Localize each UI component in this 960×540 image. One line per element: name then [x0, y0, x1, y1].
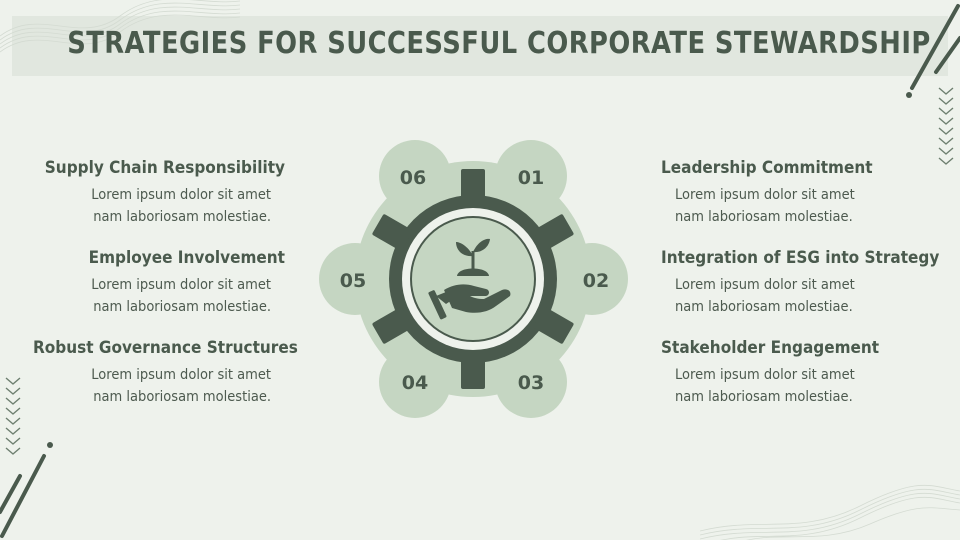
description-line: Lorem ipsum dolor sit amet: [91, 367, 271, 383]
petal-number-01: 01: [518, 167, 544, 189]
gear-center-disc: [410, 216, 536, 342]
description-line: nam laboriosam molestiae.: [675, 209, 853, 225]
hand-with-sprouting-plant-icon: [428, 238, 511, 320]
strategy-title: Employee Involvement: [88, 248, 285, 268]
description-line: Lorem ipsum dolor sit amet: [675, 187, 855, 203]
petal-number-02: 02: [583, 270, 609, 292]
description-line: Lorem ipsum dolor sit amet: [675, 367, 855, 383]
strategy-description: Lorem ipsum dolor sit amet nam laboriosa…: [661, 184, 941, 228]
wave-pattern-bottom-right: [700, 484, 960, 540]
strategy-description: Lorem ipsum dolor sit amet nam laboriosa…: [661, 274, 941, 318]
description-line: nam laboriosam molestiae.: [93, 389, 271, 405]
diagonal-lines-top-right: [906, 4, 960, 98]
strategy-description: Lorem ipsum dolor sit amet nam laboriosa…: [5, 364, 285, 408]
chevron-stack-left: [5, 377, 21, 455]
petal-number-04: 04: [402, 372, 428, 394]
page-title: STRATEGIES FOR SUCCESSFUL CORPORATE STEW…: [67, 26, 931, 61]
title-band: [12, 16, 948, 76]
strategy-item-01: Leadership Commitment Lorem ipsum dolor …: [661, 158, 941, 228]
wave-pattern-top-left: [0, 0, 240, 53]
description-line: Lorem ipsum dolor sit amet: [91, 187, 271, 203]
chevron-stack-right: [938, 87, 954, 165]
strategy-title: Stakeholder Engagement: [661, 338, 880, 358]
description-line: nam laboriosam molestiae.: [675, 389, 853, 405]
description-line: nam laboriosam molestiae.: [675, 299, 853, 315]
strategy-item-06: Supply Chain Responsibility Lorem ipsum …: [5, 158, 285, 228]
strategy-item-04: Robust Governance Structures Lorem ipsum…: [5, 338, 298, 408]
strategy-title: Robust Governance Structures: [33, 338, 298, 358]
gear-diagram: 01 02 03 04 05 06: [319, 140, 628, 418]
strategy-title: Supply Chain Responsibility: [44, 158, 285, 178]
strategy-title: Integration of ESG into Strategy: [661, 248, 940, 268]
description-line: nam laboriosam molestiae.: [93, 299, 271, 315]
petal-number-06: 06: [400, 167, 426, 189]
description-line: Lorem ipsum dolor sit amet: [91, 277, 271, 293]
petal-number-03: 03: [518, 372, 544, 394]
description-line: nam laboriosam molestiae.: [93, 209, 271, 225]
strategy-description: Lorem ipsum dolor sit amet nam laboriosa…: [5, 274, 285, 318]
strategy-item-02: Integration of ESG into Strategy Lorem i…: [661, 248, 941, 318]
strategy-item-05: Employee Involvement Lorem ipsum dolor s…: [5, 248, 285, 318]
diagonal-lines-bottom-left: [0, 442, 53, 538]
strategy-item-03: Stakeholder Engagement Lorem ipsum dolor…: [661, 338, 941, 408]
strategy-title: Leadership Commitment: [661, 158, 873, 178]
petal-number-05: 05: [340, 270, 366, 292]
description-line: Lorem ipsum dolor sit amet: [675, 277, 855, 293]
strategy-description: Lorem ipsum dolor sit amet nam laboriosa…: [661, 364, 941, 408]
strategy-description: Lorem ipsum dolor sit amet nam laboriosa…: [5, 184, 285, 228]
